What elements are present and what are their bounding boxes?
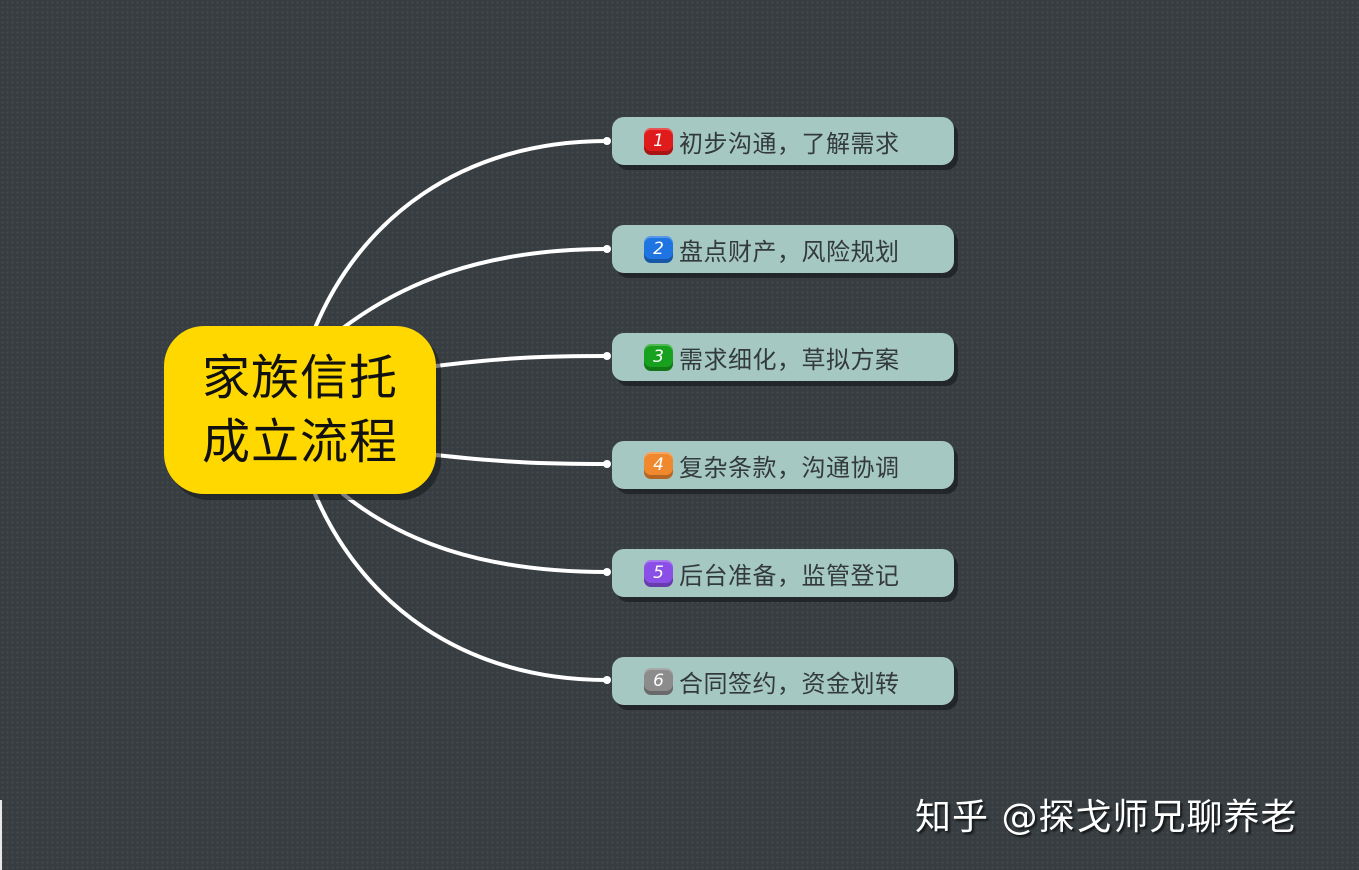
connector-2 [341, 247, 609, 330]
connector-dot-6 [603, 676, 611, 684]
root-title-line-1: 家族信托 [201, 350, 398, 406]
branch-label: 合同签约，资金划转 [679, 669, 900, 698]
connector-dot-4 [603, 460, 611, 468]
branch-node-2[interactable]: 2 盘点财产，风险规划 [612, 225, 954, 273]
branch-node-1[interactable]: 1 初步沟通，了解需求 [612, 117, 954, 165]
watermark: 知乎 @探戈师兄聊养老 [915, 797, 1298, 838]
connector-dot-2 [603, 245, 611, 253]
priority-6-icon: 6 [644, 667, 673, 695]
branch-label: 需求细化，草拟方案 [679, 345, 900, 374]
branch-label: 盘点财产，风险规划 [679, 237, 900, 266]
priority-1-icon: 1 [644, 127, 673, 155]
priority-5-icon: 5 [644, 559, 673, 587]
connector-5 [341, 492, 609, 574]
connector-4 [434, 453, 609, 466]
connector-6 [313, 492, 609, 682]
branch-node-6[interactable]: 6 合同签约，资金划转 [612, 657, 954, 705]
connector-dot-1 [603, 137, 611, 145]
priority-2-icon: 2 [644, 235, 673, 263]
branch-label: 后台准备，监管登记 [679, 561, 900, 590]
connector-dot-5 [603, 568, 611, 576]
root-title-line-2: 成立流程 [201, 414, 398, 470]
connector-1 [313, 139, 609, 330]
connector-3 [434, 354, 609, 368]
branch-label: 复杂条款，沟通协调 [679, 453, 900, 482]
connector-dot-3 [603, 352, 611, 360]
root-node[interactable]: 家族信托 成立流程 [164, 326, 436, 494]
branch-node-3[interactable]: 3 需求细化，草拟方案 [612, 333, 954, 381]
edge-divider [0, 800, 2, 870]
branch-node-5[interactable]: 5 后台准备，监管登记 [612, 549, 954, 597]
branch-node-4[interactable]: 4 复杂条款，沟通协调 [612, 441, 954, 489]
priority-4-icon: 4 [644, 451, 673, 479]
priority-3-icon: 3 [644, 343, 673, 371]
branch-label: 初步沟通，了解需求 [679, 129, 900, 158]
